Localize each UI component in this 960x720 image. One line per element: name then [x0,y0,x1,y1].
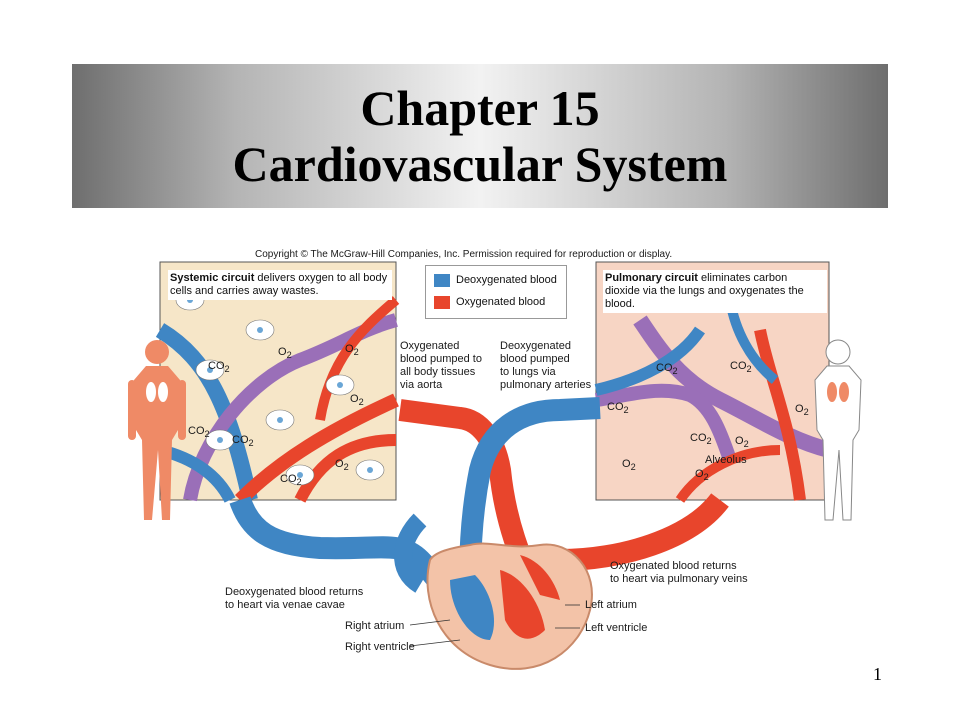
gas-label-co2: CO2 [208,360,230,375]
label-oxygenated-returns: Oxygenated blood returns to heart via pu… [610,560,748,585]
label-oxygenated-pumped: Oxygenated blood pumped to all body tiss… [400,340,482,391]
label-right-atrium: Right atrium [345,620,405,632]
gas-label-co2: CO2 [656,362,678,377]
pulmonary-circuit-text: eliminates carbon dioxide via the lungs … [605,272,804,310]
pulmonary-circuit-caption: Pulmonary circuit eliminates carbon diox… [603,270,827,313]
legend-swatch-oxygenated [434,296,450,309]
gas-label-co2: CO2 [188,425,210,440]
legend-label-deoxygenated: Deoxygenated blood [456,274,557,286]
human-figure-right [814,339,862,521]
gas-label-o2: O2 [795,403,809,418]
gas-label-o2: O2 [735,435,749,450]
chapter-subtitle: Cardiovascular System [232,136,728,192]
label-left-ventricle: Left ventricle [585,622,648,634]
gas-label-o2: O2 [345,343,359,358]
copyright-notice: Copyright © The McGraw-Hill Companies, I… [255,249,673,260]
gas-label-co2: CO2 [607,401,629,416]
systemic-circuit-caption: Systemic circuit delivers oxygen to all … [168,270,392,300]
label-alveolus: Alveolus [705,454,747,466]
gas-label-o2: O2 [278,346,292,361]
heart [426,542,593,670]
title-banner: Chapter 15 Cardiovascular System [72,64,888,208]
chapter-title: Chapter 15 [360,80,600,136]
gas-label-o2: O2 [350,393,364,408]
gas-label-co2: CO2 [690,432,712,447]
human-figure-left [128,340,186,520]
systemic-tissue-panel [155,261,400,505]
systemic-circuit-heading: Systemic circuit [170,272,255,284]
label-deoxygenated-pumped: Deoxygenated blood pumped to lungs via p… [500,340,592,391]
label-deoxygenated-returns: Deoxygenated blood returns to heart via … [225,586,364,611]
legend-label-oxygenated: Oxygenated blood [456,296,546,308]
pulmonary-circuit-heading: Pulmonary circuit [605,272,698,284]
systemic-circuit-text: delivers oxygen to all body cells and ca… [170,272,388,297]
gas-label-o2: O2 [335,458,349,473]
gas-label-o2: O2 [695,468,709,483]
label-left-atrium: Left atrium [585,599,637,611]
gas-label-co2: CO2 [730,360,752,375]
label-right-ventricle: Right ventricle [345,641,415,653]
gas-label-o2: O2 [622,458,636,473]
legend: Deoxygenated blood Oxygenated blood [425,265,567,319]
gas-label-co2: CO2 [232,434,254,449]
page-number: 1 [873,664,882,684]
legend-swatch-deoxygenated [434,274,450,287]
gas-label-co2: CO2 [280,473,302,488]
